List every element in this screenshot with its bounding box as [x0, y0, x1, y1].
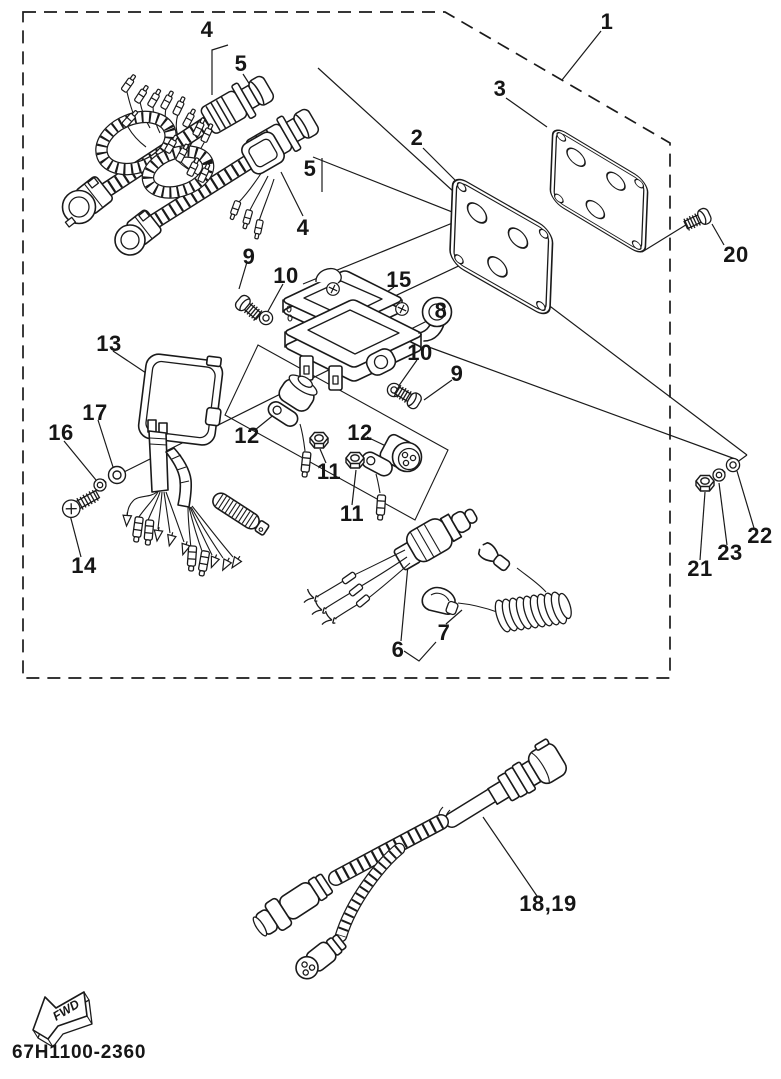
callout-10-a: 10 — [273, 263, 299, 288]
switch-12b — [361, 433, 423, 521]
fwd-arrow: FWD — [32, 991, 93, 1048]
callout-12-b: 12 — [347, 420, 373, 445]
corrugated-tube-b — [136, 145, 266, 236]
switch-wires — [317, 549, 411, 619]
callout-13: 13 — [96, 331, 122, 356]
lanyard-7 — [421, 541, 572, 633]
callout-21: 21 — [687, 556, 713, 581]
lock-washer-16 — [93, 478, 107, 492]
lower-wire-harness — [252, 738, 568, 980]
callout-23: 23 — [717, 540, 743, 565]
bracket-lower-tab — [365, 348, 397, 376]
screw-14 — [58, 485, 103, 522]
callout-2: 2 — [410, 125, 424, 150]
harness-connector-bottom — [295, 934, 347, 980]
square-connector — [241, 131, 285, 175]
lanyard-fork-terminal — [477, 541, 511, 572]
callout-11-a: 11 — [316, 459, 342, 484]
round-connector-a — [61, 176, 114, 228]
lanyard-clip — [421, 586, 459, 616]
callout-10-b: 10 — [407, 340, 433, 365]
mount-plate-3 — [549, 129, 649, 253]
callout-15: 15 — [386, 267, 412, 292]
harness-connector-left — [252, 873, 334, 937]
callout-16: 16 — [48, 420, 74, 445]
callout-12-a: 12 — [234, 423, 260, 448]
wire-holder-strip — [212, 492, 270, 536]
main-switch-6 — [303, 508, 478, 629]
lanyard-coil — [494, 591, 572, 633]
drawing-number: 67H1100-2360 — [12, 1042, 147, 1063]
washer-10a — [258, 310, 274, 326]
nut-11a — [309, 431, 329, 449]
callout-9-a: 9 — [242, 244, 256, 269]
callout-6: 6 — [391, 637, 405, 662]
callout-5-b: 5 — [303, 156, 317, 181]
switch-group-frame — [224, 344, 449, 521]
callout-3: 3 — [493, 76, 507, 101]
bracket-housing-8 — [284, 296, 453, 391]
dashed-boundary-box — [22, 11, 671, 679]
callout-7: 7 — [437, 620, 451, 645]
callout-11-b: 11 — [339, 501, 365, 526]
bracket-tab-b — [328, 365, 343, 391]
callout-17: 17 — [82, 400, 108, 425]
callout-4-b: 4 — [296, 215, 310, 240]
gasket-plate-2 — [449, 178, 554, 315]
callout-8: 8 — [434, 298, 448, 323]
callout-20: 20 — [723, 242, 749, 267]
nut-11b — [345, 451, 365, 469]
lock-washer-23 — [712, 468, 726, 482]
screw-20 — [681, 206, 714, 233]
harness-connector-right — [487, 738, 568, 805]
main-wire-harness — [61, 69, 324, 256]
washer-22 — [725, 457, 741, 473]
switch-12a — [267, 374, 318, 478]
callout-4-a: 4 — [200, 17, 214, 42]
washer-17 — [107, 465, 127, 485]
callout-5-a: 5 — [234, 51, 248, 76]
callout-18-19: 18,19 — [519, 891, 577, 916]
callout-14: 14 — [71, 553, 97, 578]
callout-1: 1 — [600, 9, 614, 34]
callout-22: 22 — [747, 523, 773, 548]
nut-21 — [695, 474, 715, 492]
control-unit-13 — [121, 353, 244, 578]
callout-9-b: 9 — [450, 361, 464, 386]
round-connector-b — [114, 209, 162, 256]
